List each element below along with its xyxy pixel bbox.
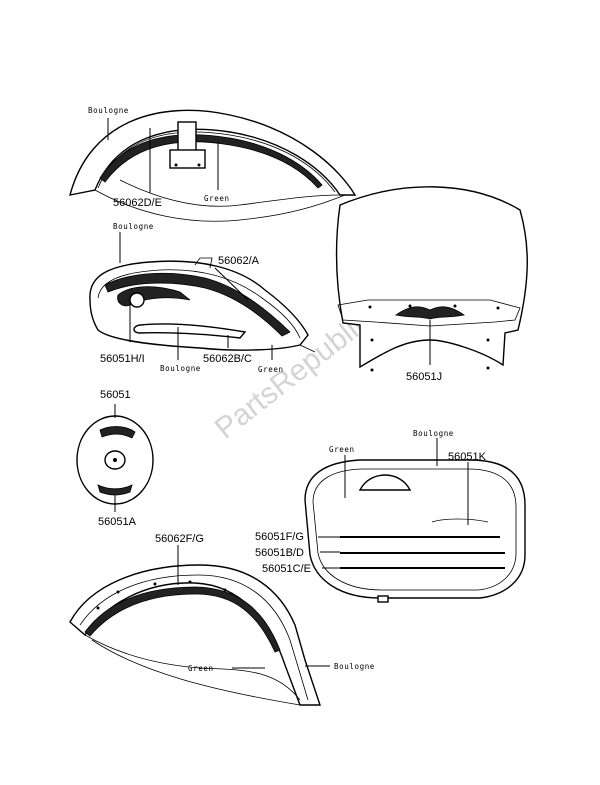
tank-part-top-label: 56062/A: [218, 255, 260, 267]
front-fender-part-label: 56062D/E: [113, 197, 162, 209]
rear-fender-part-label: 56062F/G: [155, 533, 204, 545]
rear-fender: [69, 564, 321, 706]
bag-part-k-label: 56051K: [448, 451, 487, 463]
tank-boulogne-top-label: Boulogne: [113, 222, 154, 231]
fuel-tank: [89, 257, 316, 353]
cover-part-top-label: 56051: [100, 389, 131, 401]
front-fender-boulogne-label: Boulogne: [88, 106, 129, 115]
bag-boulogne-label: Boulogne: [413, 429, 454, 438]
saddlebag: [304, 459, 526, 603]
tank-green-label: Green: [258, 365, 284, 374]
tank-boulogne-bottom-label: Boulogne: [160, 364, 201, 373]
bag-green-label: Green: [329, 445, 355, 454]
rear-fender-boulogne-label: Boulogne: [334, 662, 375, 671]
tank-part-left-label: 56051H/I: [100, 353, 145, 365]
cover-part-bottom-label: 56051A: [98, 516, 137, 528]
bag-part-fg-label: 56051F/G: [255, 531, 304, 543]
round-cover: [76, 415, 154, 505]
bag-part-bd-label: 56051B/D: [255, 547, 304, 559]
windshield-part-label: 56051J: [406, 371, 442, 383]
rear-fender-green-label: Green: [188, 664, 214, 673]
front-fender-green-label: Green: [204, 194, 230, 203]
tank-part-bottom-label: 56062B/C: [203, 353, 252, 365]
bag-part-ce-label: 56051C/E: [262, 563, 311, 575]
windshield: [335, 186, 528, 372]
front-fender: [69, 109, 357, 222]
